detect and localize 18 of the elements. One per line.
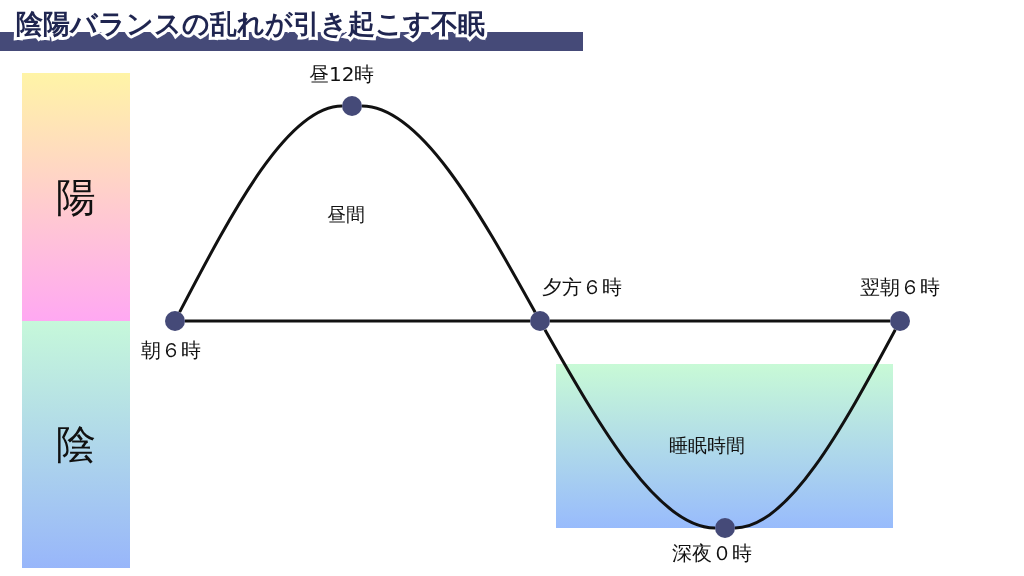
- title: 陰陽バランスの乱れが引き起こす不眠: [16, 7, 485, 41]
- curve-line: [543, 328, 716, 530]
- curve-line: [734, 329, 897, 530]
- yang-band: [22, 73, 130, 321]
- time-line: [550, 319, 890, 323]
- curve-line: [178, 104, 343, 313]
- time-line: [185, 319, 530, 323]
- band-label: 陽: [56, 172, 96, 222]
- curve-line: [361, 104, 537, 313]
- band-label: 陰: [56, 420, 96, 469]
- time-label: 深夜０時: [672, 540, 752, 567]
- time-label: 夕方６時: [542, 274, 622, 301]
- yin-band: [22, 321, 130, 568]
- time-label: 朝６時: [141, 337, 201, 364]
- region-label: 昼間: [327, 202, 365, 227]
- region-label: 睡眠時間: [669, 433, 745, 458]
- time-label: 翌朝６時: [860, 274, 940, 301]
- time-label: 昼12時: [309, 61, 375, 88]
